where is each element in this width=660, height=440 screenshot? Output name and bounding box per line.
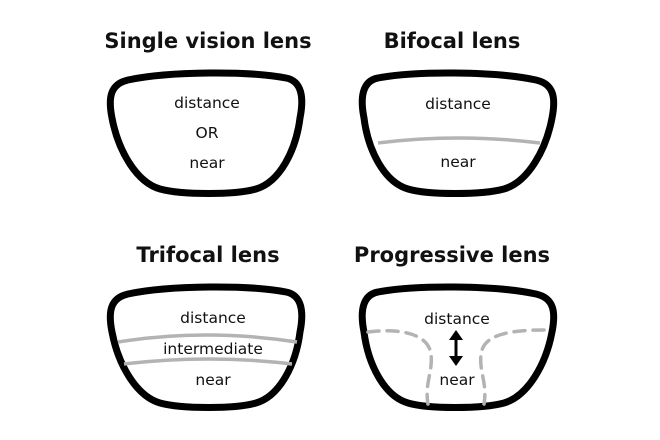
lens-frame bbox=[106, 283, 306, 411]
near-label: near bbox=[189, 154, 225, 172]
distance-label: distance bbox=[424, 310, 490, 328]
progressive-lens: Progressive lens distance near bbox=[354, 243, 558, 411]
lens-title: Single vision lens bbox=[104, 29, 311, 53]
intermediate-label: intermediate bbox=[163, 340, 263, 358]
single-vision-lens: Single vision lens distance OR near bbox=[104, 29, 312, 197]
double-arrow-vertical-icon bbox=[449, 330, 463, 366]
distance-label: distance bbox=[180, 309, 246, 327]
near-label: near bbox=[195, 371, 231, 389]
near-label: near bbox=[439, 371, 475, 389]
lens-frame bbox=[358, 283, 558, 411]
or-label: OR bbox=[196, 124, 219, 142]
lens-frame bbox=[106, 69, 306, 197]
lens-frame bbox=[358, 69, 558, 197]
distance-label: distance bbox=[174, 94, 240, 112]
lens-title: Trifocal lens bbox=[136, 243, 279, 267]
trifocal-lens: Trifocal lens distance intermediate near bbox=[106, 243, 306, 411]
progressive-left-corridor-line bbox=[366, 329, 433, 406]
trifocal-upper-line bbox=[117, 333, 298, 344]
progressive-right-corridor-line bbox=[479, 328, 546, 406]
bifocal-lens: Bifocal lens distance near bbox=[358, 29, 558, 197]
lens-title: Bifocal lens bbox=[384, 29, 521, 53]
distance-label: distance bbox=[425, 95, 491, 113]
bifocal-segment-line bbox=[377, 136, 541, 145]
near-label: near bbox=[440, 153, 476, 171]
trifocal-lower-line bbox=[123, 357, 293, 366]
lens-title: Progressive lens bbox=[354, 243, 550, 267]
